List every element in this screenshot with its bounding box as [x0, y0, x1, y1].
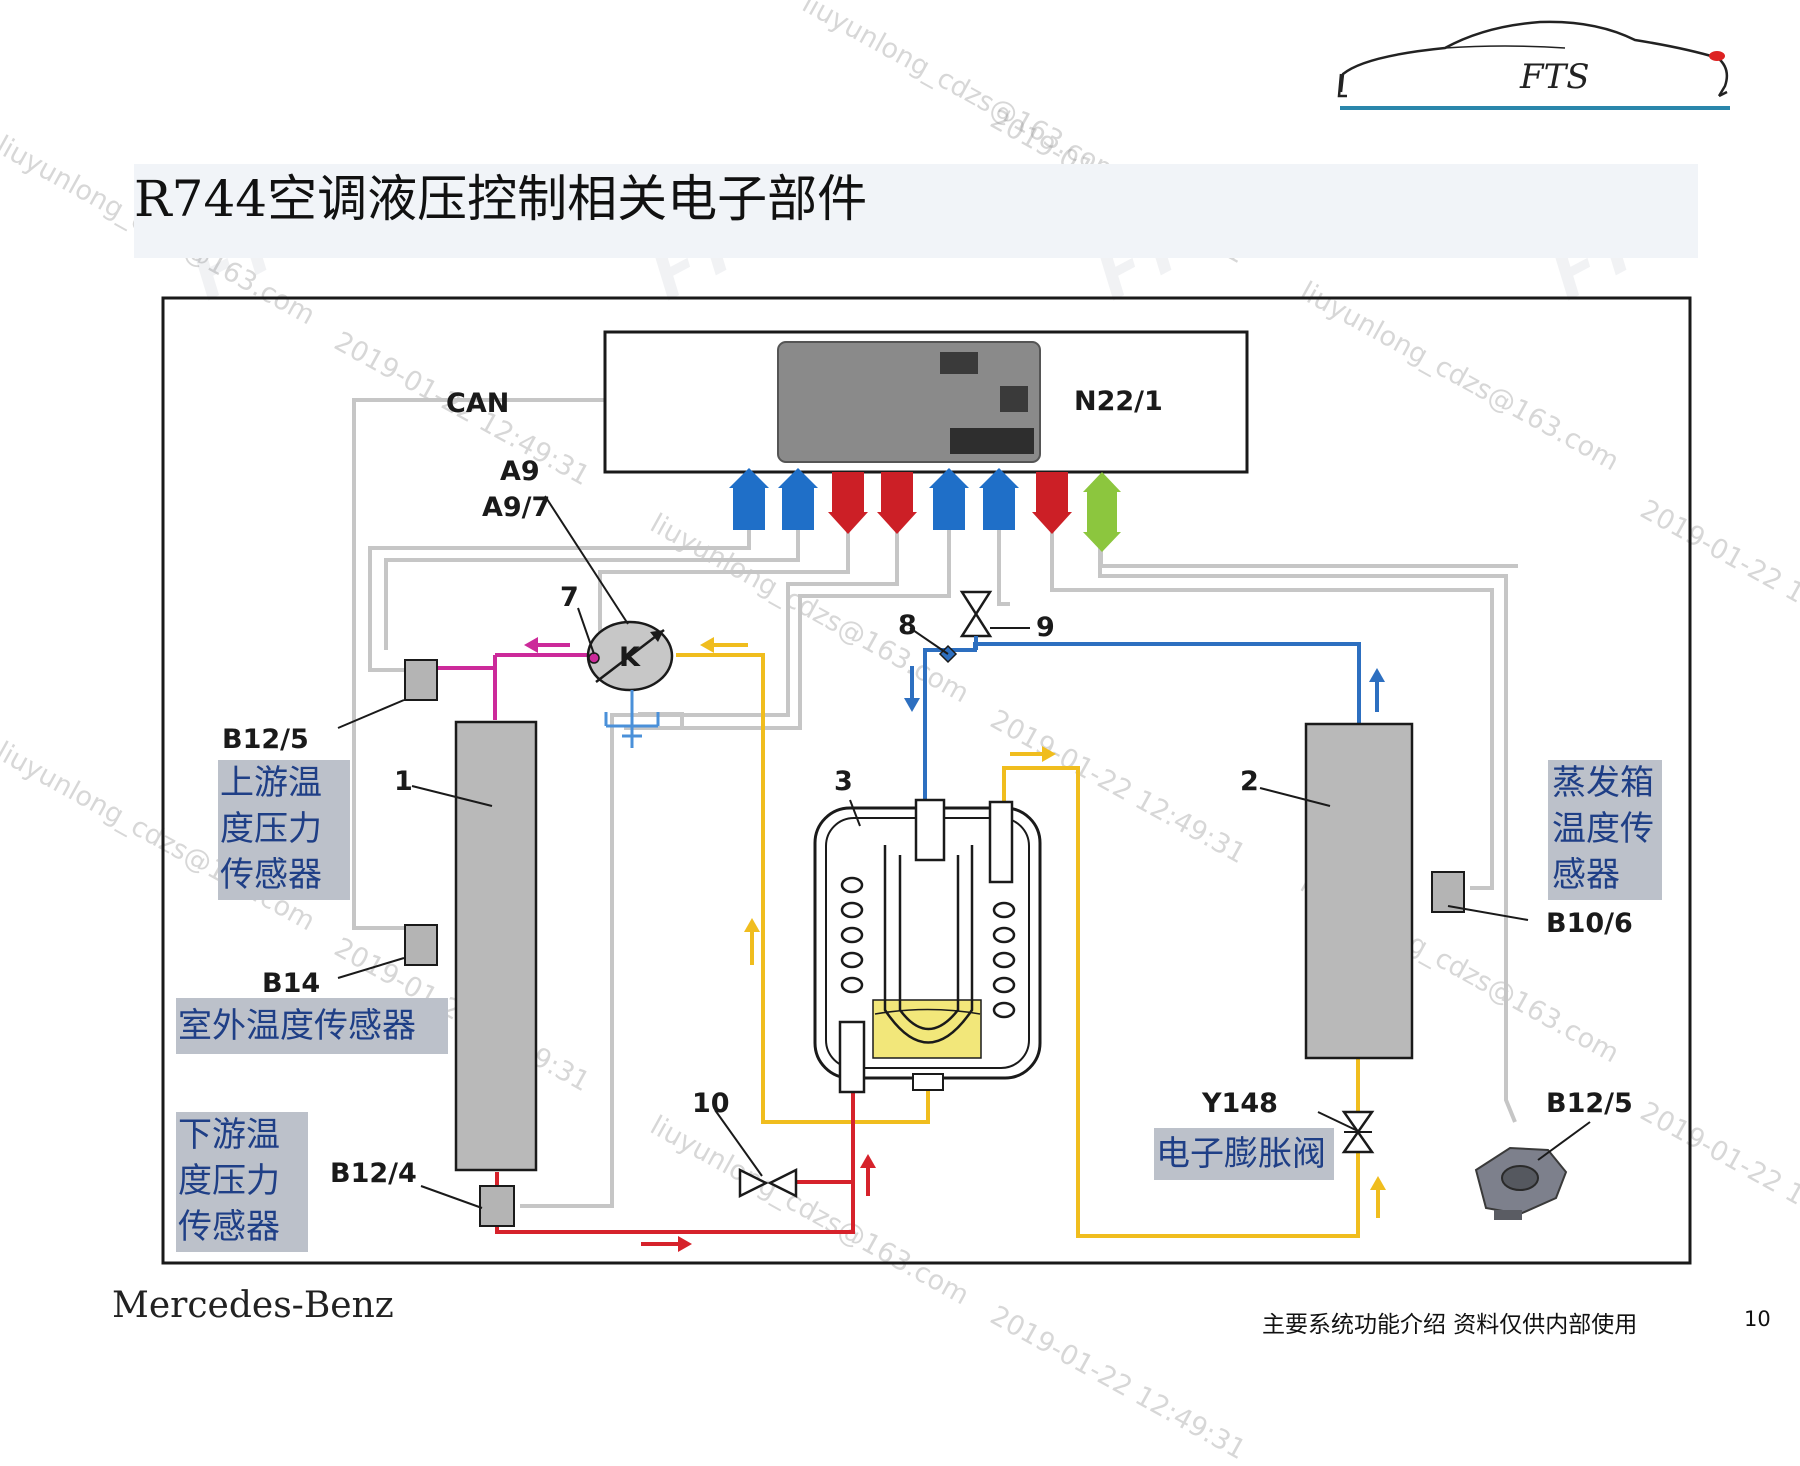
- callout-evaporator-temp-sensor: 蒸发箱 温度传 感器: [1548, 760, 1662, 900]
- fts-car-logo: FTS: [1337, 20, 1729, 98]
- module-connector: [950, 428, 1034, 454]
- sensor-b14: [404, 924, 438, 966]
- callout-line: 度压力: [220, 809, 322, 849]
- a9-7-label: A9/7: [482, 492, 550, 523]
- r744-hydraulic-diagram: CAN N22/1: [161, 296, 1692, 1265]
- b12-5-left-label: B12/5: [222, 724, 309, 755]
- callout-line: 度压力: [178, 1161, 280, 1201]
- compressor-label: K: [619, 642, 641, 673]
- signal-arrow-row: [729, 468, 1121, 552]
- evaporator-2: [1304, 722, 1414, 1060]
- signal-arrow-out: [828, 472, 868, 534]
- compressor-clutch-symbol: [604, 690, 660, 748]
- n22-1-label: N22/1: [1074, 386, 1163, 417]
- b14-label: B14: [262, 968, 320, 999]
- callout-line: 传感器: [178, 1207, 280, 1247]
- callout-downstream-sensor: 下游温 度压力 传感器: [176, 1112, 308, 1252]
- y148-label: Y148: [1201, 1088, 1278, 1119]
- sensor-b12-4: [479, 1185, 515, 1227]
- callout-line: 温度传: [1552, 809, 1654, 849]
- title-bar: [134, 164, 1698, 258]
- a9-label: A9: [500, 456, 540, 487]
- signal-arrow-out: [1032, 472, 1072, 534]
- module-connector: [940, 352, 978, 374]
- signal-arrow-in: [729, 468, 769, 530]
- callout-8: 8: [898, 610, 917, 641]
- callout-3: 3: [834, 766, 853, 797]
- sensor-b12-5-photo: [1474, 1146, 1568, 1220]
- callout-line: 传感器: [220, 855, 322, 895]
- callout-expansion-valve: 电子膨胀阀: [1154, 1128, 1334, 1180]
- footer-note: 主要系统功能介绍 资料仅供内部使用: [1262, 1312, 1638, 1338]
- callout-2: 2: [1240, 766, 1259, 797]
- callout-10: 10: [692, 1088, 730, 1119]
- valve-10: [738, 1167, 798, 1199]
- valve-7-marker: [588, 652, 600, 664]
- callout-upstream-sensor: 上游温 度压力 传感器: [218, 760, 350, 900]
- leader-lines: [337, 495, 1591, 1209]
- callout-line: 感器: [1552, 855, 1620, 895]
- diagram-frame: [161, 296, 1692, 1265]
- b12-4-label: B12/4: [330, 1158, 417, 1189]
- compressor-a9: K: [586, 620, 674, 748]
- can-label: CAN: [446, 388, 509, 419]
- expansion-valve-y148: [1341, 1110, 1375, 1154]
- callout-outside-temp-sensor: 室外温度传感器: [176, 998, 448, 1054]
- signal-arrow-in: [929, 468, 969, 530]
- signal-arrow-in: [979, 468, 1019, 530]
- callout-line: 下游温: [178, 1115, 280, 1155]
- valve-9: [959, 590, 1030, 650]
- logo-underline: [1340, 106, 1730, 110]
- callout-7: 7: [560, 582, 579, 613]
- sensor-b10-6: [1431, 871, 1465, 913]
- b12-5-right-label: B12/5: [1546, 1088, 1633, 1119]
- signal-arrow-bidirectional: [1083, 472, 1121, 552]
- accumulator-3: [813, 798, 1042, 1094]
- signal-arrow-out: [877, 472, 917, 534]
- slide-title: R744空调液压控制相关电子部件: [134, 170, 868, 228]
- b10-6-label: B10/6: [1546, 908, 1633, 939]
- gas-cooler-1: [454, 720, 538, 1172]
- signal-arrow-in: [778, 468, 818, 530]
- page-number: 10: [1744, 1307, 1771, 1331]
- callout-line: 上游温: [220, 763, 322, 803]
- wiring-harness: [352, 398, 1518, 1208]
- flow-arrows: [524, 637, 1386, 1252]
- callout-9: 9: [1036, 612, 1055, 643]
- callout-line: 蒸发箱: [1552, 763, 1654, 803]
- module-connector: [1000, 386, 1028, 412]
- sensor-b12-5: [404, 659, 438, 701]
- callout-1: 1: [394, 766, 413, 797]
- logo-text: FTS: [1519, 57, 1590, 97]
- mercedes-benz-wordmark: Mercedes-Benz: [112, 1285, 394, 1326]
